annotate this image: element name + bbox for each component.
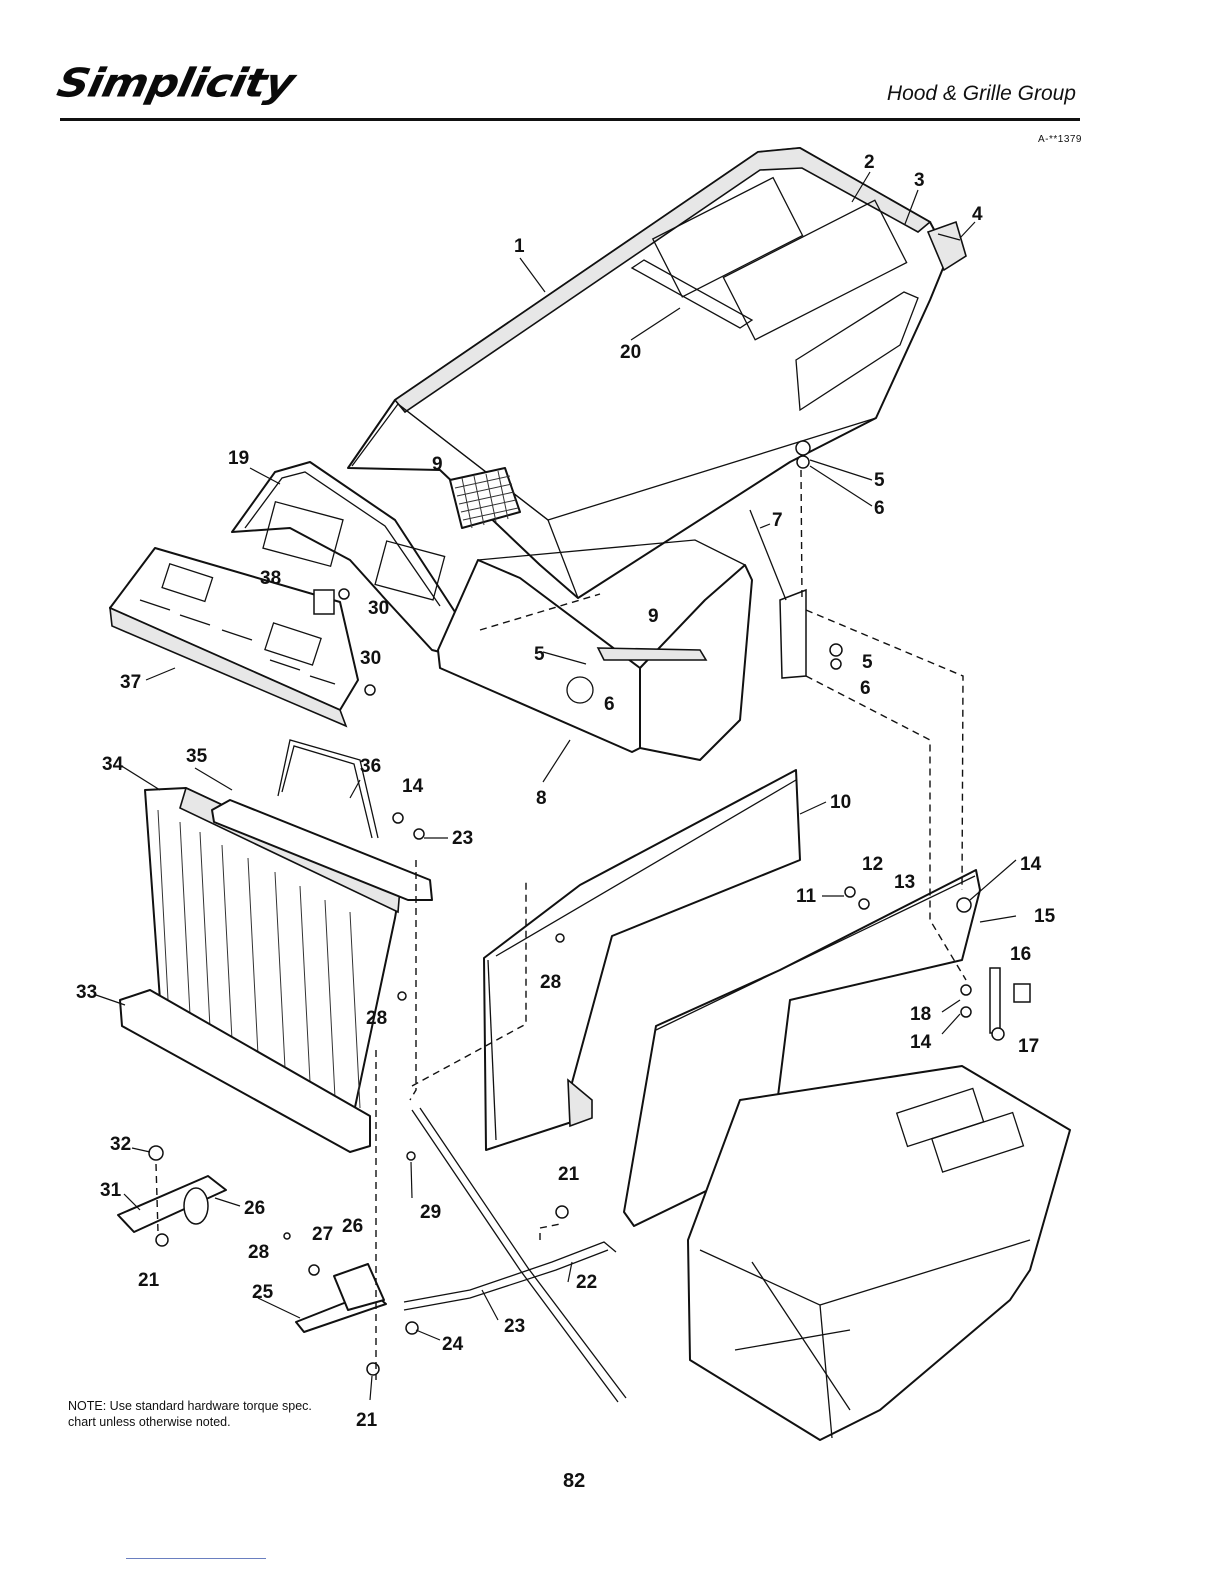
brace-rods — [404, 1108, 626, 1402]
callout-38: 38 — [260, 568, 281, 589]
callout-9b: 9 — [648, 606, 659, 627]
callout-22: 22 — [576, 1272, 597, 1293]
callout-19: 19 — [228, 448, 249, 469]
grille-assembly — [120, 740, 432, 1152]
callout-28b: 28 — [366, 1008, 387, 1029]
callout-15: 15 — [1034, 906, 1056, 927]
callout-21b: 21 — [558, 1164, 580, 1185]
callout-37: 37 — [120, 672, 141, 693]
hood-assembled — [688, 1066, 1070, 1440]
callout-5: 5 — [874, 470, 885, 491]
callout-28: 28 — [540, 972, 561, 993]
callout-35: 35 — [186, 746, 208, 767]
callout-13: 13 — [894, 872, 915, 893]
callout-5b: 5 — [534, 644, 545, 665]
callout-5c: 5 — [862, 652, 873, 673]
callout-23b: 23 — [504, 1316, 525, 1337]
callout-14: 14 — [402, 776, 424, 797]
callout-6b: 6 — [604, 694, 615, 715]
callout-30b: 30 — [360, 648, 381, 669]
dash-rail — [110, 548, 358, 726]
callout-34: 34 — [102, 754, 124, 775]
callout-18: 18 — [910, 1004, 931, 1025]
callout-16: 16 — [1010, 944, 1031, 965]
callout-1: 1 — [514, 236, 525, 257]
callout-28c: 28 — [248, 1242, 269, 1263]
callout-10: 10 — [830, 792, 851, 813]
callout-17: 17 — [1018, 1036, 1039, 1057]
callout-2: 2 — [864, 152, 875, 173]
callout-27: 27 — [312, 1224, 333, 1245]
callout-32: 32 — [110, 1134, 131, 1155]
torque-note: NOTE: Use standard hardware torque spec.… — [68, 1398, 328, 1430]
callout-11: 11 — [796, 886, 817, 907]
callout-8: 8 — [536, 788, 547, 809]
callout-6c: 6 — [860, 678, 871, 699]
callout-31: 31 — [100, 1180, 122, 1201]
callout-30: 30 — [368, 598, 389, 619]
callout-24: 24 — [442, 1334, 464, 1355]
callout-25: 25 — [252, 1282, 274, 1303]
callout-20: 20 — [620, 342, 641, 363]
footer-link-line — [126, 1558, 266, 1559]
callout-33: 33 — [76, 982, 97, 1003]
callout-21c: 21 — [356, 1410, 378, 1431]
callout-14c: 14 — [910, 1032, 932, 1053]
page-number: 82 — [563, 1470, 585, 1493]
callout-36: 36 — [360, 756, 381, 777]
callout-26b: 26 — [342, 1216, 363, 1237]
callout-21: 21 — [138, 1270, 160, 1291]
callout-12: 12 — [862, 854, 883, 875]
callout-23: 23 — [452, 828, 473, 849]
hood-part — [348, 148, 966, 598]
callout-26: 26 — [244, 1198, 265, 1219]
callout-9: 9 — [432, 454, 443, 475]
callout-4: 4 — [972, 204, 983, 225]
callout-3: 3 — [914, 170, 925, 191]
callout-14b: 14 — [1020, 854, 1042, 875]
callout-6: 6 — [874, 498, 885, 519]
callout-7: 7 — [772, 510, 783, 531]
callout-29: 29 — [420, 1202, 441, 1223]
